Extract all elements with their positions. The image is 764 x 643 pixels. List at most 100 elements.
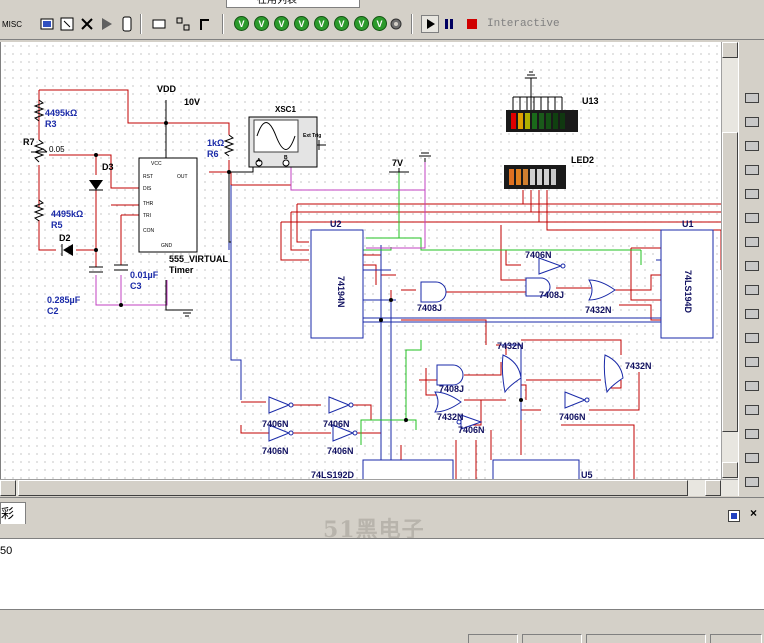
label-gate-7432n-c: 7432N [625,361,652,371]
word-generator-icon[interactable] [744,258,760,274]
multimeter-icon[interactable] [744,90,760,106]
voltmeter-icon[interactable]: V [234,16,249,31]
label-timer-type: Timer [169,265,194,275]
spectrum-analyzer-icon[interactable] [744,378,760,394]
svg-text:RST: RST [143,174,153,180]
label-timer-name: 555_VIRTUAL [169,254,229,264]
function-generator-icon[interactable] [744,114,760,130]
label-gate-7432n-d: 7432N [437,412,464,422]
svg-text:DIS: DIS [143,186,152,192]
component-toolbar: MISC V V V V V V V V Interactive [0,10,764,40]
close-icon[interactable]: × [750,506,758,520]
tektronix-oscilloscope-icon[interactable] [744,474,760,490]
logic-analyzer-icon[interactable] [744,282,760,298]
horizontal-scroll-thumb[interactable] [18,480,688,496]
label-gate-7432n-a: 7432N [585,305,612,315]
label-r5-value: 4495kΩ [51,209,83,219]
black-wires [165,78,532,311]
status-panel-3 [586,634,706,643]
scroll-down-button[interactable] [722,462,738,478]
junction-dots [94,121,523,422]
output-pane: 50 [0,538,764,610]
diode-d3-symbol [89,180,103,190]
label-u5: U5 [581,470,593,479]
status-panel-2 [522,634,582,643]
iv-analyzer-icon[interactable] [744,330,760,346]
tab-design[interactable]: 彩灯 [0,502,26,524]
label-u1-part: 74LS194D [683,270,693,314]
svg-text:VCC: VCC [151,161,162,167]
label-led2: LED2 [571,155,594,165]
label-gate-7408j-b: 7408J [539,290,564,300]
transistor-icon[interactable] [118,15,136,33]
passive-components [31,99,235,273]
probe2-icon[interactable]: V [294,16,309,31]
oscilloscope-icon[interactable] [744,162,760,178]
basic-icon[interactable] [78,15,96,33]
wattmeter-icon[interactable] [744,138,760,154]
label-c2-value: 0.285µF [47,295,81,305]
timer-555-chip [138,157,198,253]
label-r6: R6 [207,149,219,159]
label-d3: D3 [102,162,114,172]
label-r7: R7 [23,137,35,147]
four-channel-oscilloscope-icon[interactable] [744,186,760,202]
pause-simulation-button[interactable] [444,19,454,29]
label-r7-percent: 0.05 [49,145,65,154]
network-analyzer-icon[interactable] [744,402,760,418]
logic-converter-icon[interactable] [744,306,760,322]
svg-text:CON: CON [143,228,155,234]
bargraph-u13-segments [511,113,565,129]
status-panel-1 [468,634,518,643]
stop-simulation-button[interactable] [467,19,477,29]
label-74ls192d: 74LS192D [311,470,355,479]
bargraph-led2-segments [509,169,556,185]
run-simulation-button[interactable] [421,15,439,33]
component-icon[interactable] [38,15,56,33]
blue-wires [228,185,666,478]
scroll-left-button[interactable] [0,480,16,496]
shift-register-u1 [660,229,714,339]
diode-icon[interactable] [98,15,116,33]
probe6-icon[interactable]: V [372,16,387,31]
probe-icon[interactable]: V [274,16,289,31]
misc-label: MISC [2,20,22,29]
label-xsc1: XSC1 [275,105,296,114]
label-ext-trig: Ext Trig [303,133,321,139]
probe3-icon[interactable]: V [314,16,329,31]
gear-icon[interactable] [387,15,405,33]
agilent-generator-icon[interactable] [744,426,760,442]
label-gate-7408j-c: 7408J [439,384,464,394]
svg-text:GND: GND [161,243,173,249]
ammeter-icon[interactable]: V [254,16,269,31]
vertical-scrollbar[interactable] [721,42,738,479]
distortion-analyzer-icon[interactable] [744,354,760,370]
scroll-right-button[interactable] [705,480,721,496]
label-gate-7406n-f: 7406N [262,446,289,456]
status-panel-4 [710,634,762,643]
source-icon[interactable] [58,15,76,33]
in-use-list-dropdown[interactable]: 在用列表 [226,0,360,8]
tab-design-label: 彩灯 [1,506,15,521]
svg-text:THR: THR [143,201,154,207]
agilent-multimeter-icon[interactable] [744,450,760,466]
label-d2: D2 [59,233,71,243]
probe5-icon[interactable]: V [354,16,369,31]
frequency-counter-icon[interactable] [744,234,760,250]
analog-icon[interactable] [150,15,168,33]
scroll-up-button[interactable] [722,42,738,58]
counter-74ls192d [362,459,454,479]
counter-u5 [492,459,580,479]
bode-plotter-icon[interactable] [744,210,760,226]
horizontal-scrollbar[interactable] [0,479,738,496]
diode-d2-symbol [63,244,73,256]
window-restore-icon[interactable] [728,510,740,522]
hierarchy-icon[interactable] [174,15,192,33]
bus-icon[interactable] [196,15,214,33]
label-gate-7406n-a: 7406N [525,250,552,260]
output-text: 50 [0,545,13,557]
interactive-mode-label[interactable]: Interactive [487,18,560,30]
probe4-icon[interactable]: V [334,16,349,31]
vertical-scroll-thumb[interactable] [722,132,738,432]
